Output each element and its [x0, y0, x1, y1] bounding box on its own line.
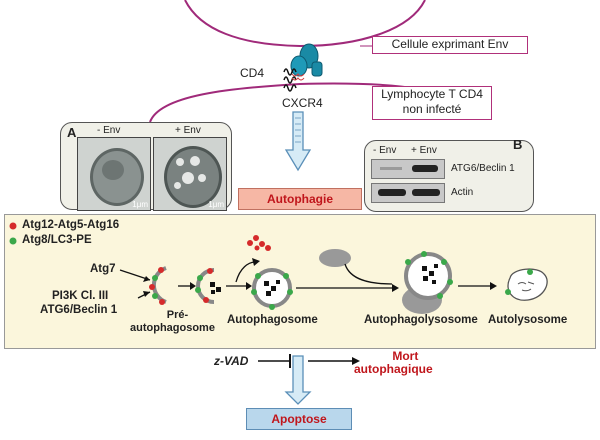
panel-a: A - Env + Env 1μm 1μm: [60, 122, 232, 211]
autophagy-pathway-panel: [4, 214, 596, 349]
panel-b-minus-env: - Env: [373, 145, 397, 156]
lymphocyte-label: Lymphocyte T CD4 non infecté: [372, 86, 492, 120]
signal-arrow-down: [284, 111, 312, 172]
panel-a-letter: A: [67, 125, 77, 140]
scale-bar-a2: 1μm: [208, 200, 224, 209]
env-cell-label: Cellule exprimant Env: [372, 36, 528, 54]
lymphocyte-line1: Lymphocyte T CD4: [381, 87, 483, 101]
panel-b-letter: B: [513, 137, 523, 152]
zvad-label: z-VAD: [214, 354, 249, 368]
autophagie-text: Autophagie: [267, 192, 333, 206]
mort-line2: autophagique: [354, 362, 433, 376]
env-cell-membrane: [184, 0, 426, 48]
cd4-receptor-icon: [290, 43, 323, 77]
micrograph-minus-env: 1μm: [77, 137, 151, 211]
blot-actin: [371, 183, 445, 203]
lymphocyte-line2: non infecté: [402, 102, 462, 116]
atg7-label: Atg7: [90, 263, 116, 275]
autophagie-box: Autophagie: [238, 188, 362, 210]
legend-red-label: Atg12-Atg5-Atg16: [22, 219, 120, 231]
apoptose-text: Apoptose: [271, 412, 327, 426]
legend-green-label: Atg8/LC3-PE: [22, 234, 92, 246]
autophagolysosome-label: Autophagolysosome: [364, 314, 478, 326]
cxcr4-label: CXCR4: [282, 96, 323, 110]
scale-bar-a1: 1μm: [132, 200, 148, 209]
panel-b-plus-env: + Env: [411, 145, 437, 156]
blot-label-beclin: ATG6/Beclin 1: [451, 163, 515, 174]
panel-b: B - Env + Env ATG6/Beclin 1 Actin: [364, 137, 534, 212]
apoptose-box: Apoptose: [246, 408, 352, 430]
blot-label-actin: Actin: [451, 187, 474, 198]
autophagosome-label: Autophagosome: [227, 314, 318, 326]
mort-autophagique-label: Mort autophagique: [354, 349, 433, 376]
pre-autophagosome-label: Pré- autophagosome: [130, 309, 215, 335]
panel-a-plus-env: + Env: [175, 125, 201, 136]
panel-a-minus-env: - Env: [97, 125, 121, 136]
cd4-label: CD4: [240, 66, 265, 80]
micrograph-plus-env: 1μm: [153, 137, 227, 211]
cxcr4-receptor-icon: [283, 68, 297, 92]
pre-autophagosome-line1: Pré-: [166, 309, 189, 321]
blot-beclin: [371, 159, 445, 179]
apoptose-arrow: [284, 355, 312, 405]
autolysosome-label: Autolysosome: [488, 314, 568, 326]
beclin-input-label: ATG6/Beclin 1: [40, 304, 118, 316]
mort-line1: Mort: [392, 349, 419, 363]
env-cell-text: Cellule exprimant Env: [391, 37, 509, 51]
pi3k-label: PI3K Cl. III: [52, 290, 109, 302]
pre-autophagosome-line2: autophagosome: [130, 322, 215, 334]
